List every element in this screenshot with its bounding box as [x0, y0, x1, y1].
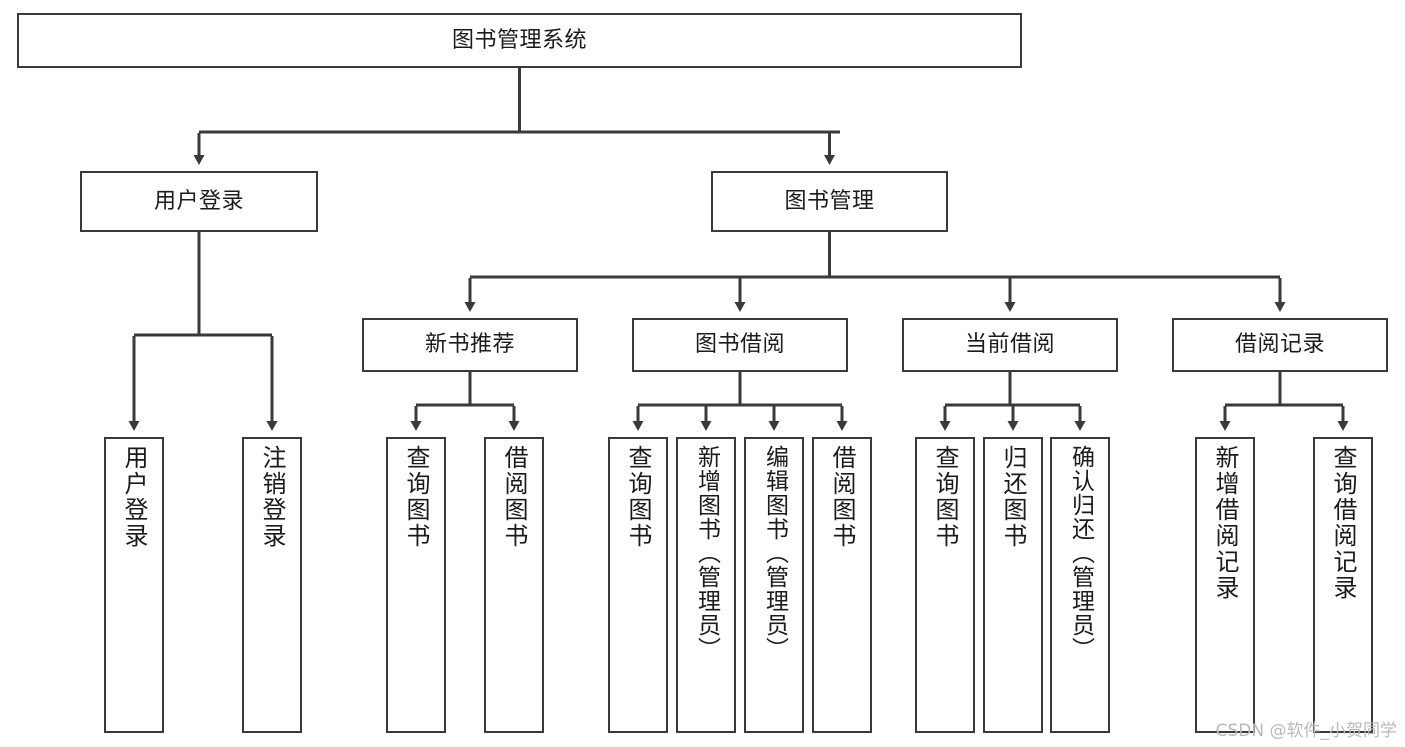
leaf-query-book-1-label: 查询图书 — [402, 445, 430, 549]
leaf-query-book-1[interactable]: 查询图书 — [386, 437, 446, 733]
leaf-query-book-2-label: 查询图书 — [624, 445, 652, 549]
leaf-confirm-return[interactable]: 确认归还（管理员） — [1050, 437, 1110, 733]
leaf-edit-book-label: 编辑图书（管理员） — [761, 445, 788, 661]
node-borrow-record-label: 借阅记录 — [1234, 332, 1325, 358]
leaf-borrow-book-2[interactable]: 借阅图书 — [812, 437, 872, 733]
leaf-logout-label: 注销登录 — [258, 445, 286, 549]
leaf-edit-book[interactable]: 编辑图书（管理员） — [744, 437, 804, 733]
leaf-borrow-book-2-label: 借阅图书 — [828, 445, 856, 549]
node-user-login[interactable]: 用户登录 — [80, 171, 318, 232]
node-current-borrow[interactable]: 当前借阅 — [902, 318, 1118, 372]
leaf-query-record[interactable]: 查询借阅记录 — [1313, 437, 1373, 733]
leaf-confirm-return-label: 确认归还（管理员） — [1067, 445, 1094, 661]
node-borrow-record[interactable]: 借阅记录 — [1172, 318, 1388, 372]
leaf-borrow-book-1[interactable]: 借阅图书 — [484, 437, 544, 733]
node-book-borrow[interactable]: 图书借阅 — [632, 318, 848, 372]
node-current-borrow-label: 当前借阅 — [964, 332, 1055, 358]
node-new-book-recommend-label: 新书推荐 — [424, 332, 515, 358]
node-root[interactable]: 图书管理系统 — [17, 13, 1022, 68]
leaf-borrow-book-1-label: 借阅图书 — [500, 445, 528, 549]
leaf-query-book-2[interactable]: 查询图书 — [608, 437, 668, 733]
leaf-return-book[interactable]: 归还图书 — [983, 437, 1043, 733]
leaf-query-book-3[interactable]: 查询图书 — [915, 437, 975, 733]
leaf-add-book[interactable]: 新增图书（管理员） — [676, 437, 736, 733]
leaf-query-book-3-label: 查询图书 — [931, 445, 959, 549]
node-root-label: 图书管理系统 — [451, 27, 587, 53]
node-book-manage-label: 图书管理 — [784, 188, 875, 214]
csdn-watermark: CSDN @软件_小贺同学 — [1215, 721, 1397, 741]
node-user-login-label: 用户登录 — [153, 188, 244, 214]
leaf-add-record[interactable]: 新增借阅记录 — [1195, 437, 1255, 733]
leaf-return-book-label: 归还图书 — [999, 445, 1027, 549]
leaf-query-record-label: 查询借阅记录 — [1329, 445, 1357, 601]
leaf-user-login[interactable]: 用户登录 — [104, 437, 164, 733]
leaf-add-book-label: 新增图书（管理员） — [693, 445, 720, 661]
node-book-borrow-label: 图书借阅 — [694, 332, 785, 358]
leaf-user-login-label: 用户登录 — [120, 445, 148, 549]
node-book-manage[interactable]: 图书管理 — [711, 171, 948, 232]
leaf-add-record-label: 新增借阅记录 — [1211, 445, 1239, 601]
leaf-logout[interactable]: 注销登录 — [242, 437, 302, 733]
node-new-book-recommend[interactable]: 新书推荐 — [362, 318, 578, 372]
